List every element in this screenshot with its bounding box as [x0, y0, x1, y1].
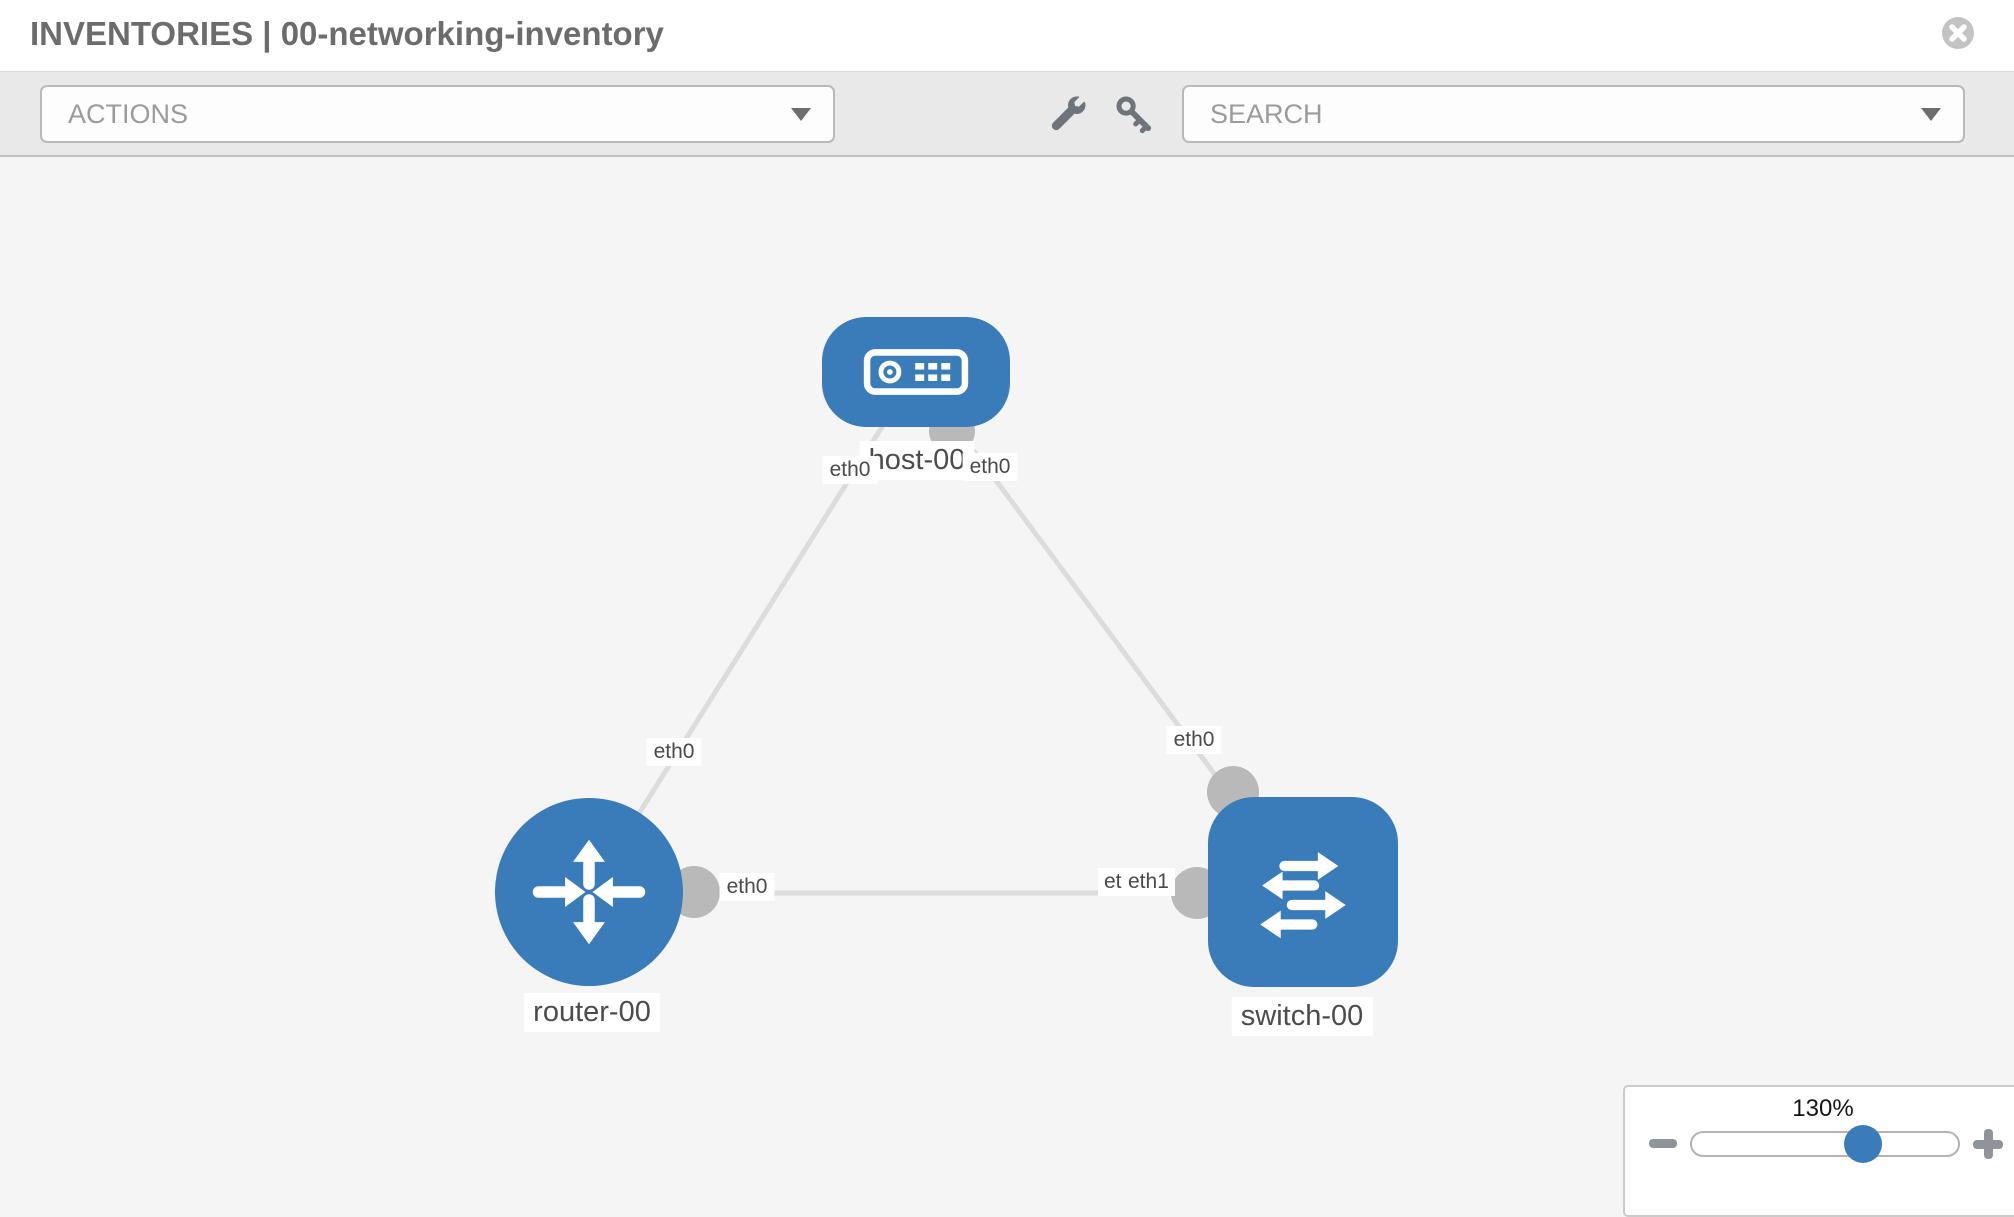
zoom-out-button[interactable]: [1649, 1139, 1677, 1148]
key-icon: [1116, 96, 1152, 134]
page-header: INVENTORIES | 00-networking-inventory: [0, 0, 2014, 71]
zoom-level-value: 130%: [1792, 1095, 1854, 1122]
node-host-00[interactable]: [822, 317, 1010, 427]
node-label-switch-00: switch-00: [1231, 997, 1373, 1036]
node-router-00[interactable]: [495, 798, 683, 986]
chevron-down-icon: [791, 108, 811, 121]
interface-label: eth0: [646, 738, 702, 766]
search-dropdown-label: SEARCH: [1210, 98, 1323, 129]
title-separator: |: [262, 15, 272, 52]
node-label-router-00: router-00: [524, 993, 660, 1032]
toolbar: ACTIONS SEARCH: [0, 71, 2014, 157]
zoom-in-button[interactable]: [1973, 1129, 2003, 1159]
topology-canvas[interactable]: host-00 router-00 switch-00 eth0 eth0 et…: [0, 157, 2014, 1200]
zoom-slider-thumb[interactable]: [1844, 1125, 1882, 1163]
credentials-button[interactable]: [1114, 94, 1154, 134]
wrench-icon: [1051, 95, 1086, 131]
interface-label: eth0: [719, 873, 775, 901]
configure-button[interactable]: [1048, 94, 1088, 134]
close-button[interactable]: [1941, 16, 1975, 50]
interface-label: eth1: [1122, 868, 1175, 896]
plus-icon: [1983, 1129, 1993, 1159]
interface-label: eth0: [822, 456, 878, 484]
actions-dropdown[interactable]: ACTIONS: [40, 85, 835, 143]
zoom-control-panel: 130%: [1623, 1085, 2014, 1217]
page-title-section: INVENTORIES: [30, 15, 254, 52]
inventory-name: 00-networking-inventory: [280, 15, 664, 52]
interface-connectors: [668, 408, 1259, 919]
interface-label-overlap-group: eth0 eth1: [1098, 868, 1208, 898]
page-title: INVENTORIES | 00-networking-inventory: [30, 15, 664, 53]
host-icon: [863, 349, 969, 395]
interface-label: eth0: [962, 453, 1018, 481]
close-icon: [1942, 17, 1974, 49]
node-label-host-00: host-00: [859, 441, 975, 480]
topology-links-layer: [586, 371, 1306, 919]
zoom-slider-track[interactable]: [1690, 1131, 1960, 1157]
search-dropdown[interactable]: SEARCH: [1182, 85, 1965, 143]
interface-label: eth0: [1166, 726, 1222, 754]
node-switch-00[interactable]: [1208, 797, 1398, 987]
router-icon: [532, 839, 646, 945]
chevron-down-icon: [1921, 108, 1941, 121]
actions-dropdown-label: ACTIONS: [68, 98, 189, 129]
switch-icon: [1260, 852, 1346, 939]
